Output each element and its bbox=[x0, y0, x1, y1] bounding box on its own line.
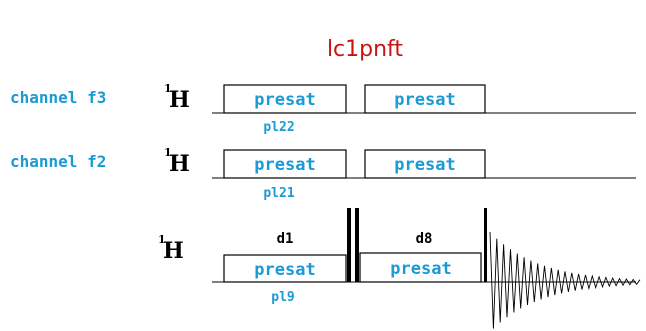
channel-f2-nucleus-symbol: H bbox=[169, 151, 190, 177]
channel-f1-presat-pulse-2 bbox=[359, 252, 482, 283]
channel-f2-presat-pulse-1 bbox=[223, 149, 347, 179]
channel-f2-nucleus-mass: 1 bbox=[164, 146, 172, 159]
channel-f1-nucleus-mass: 1 bbox=[158, 233, 166, 246]
channel-f1-presat-pulse-2-label: presat bbox=[390, 259, 451, 279]
fid-signal bbox=[489, 231, 641, 329]
channel-f1-power-label: pl9 bbox=[271, 290, 294, 305]
channel-f3-nucleus-mass: 1 bbox=[164, 82, 172, 95]
channel-f3-presat-pulse-2-label: presat bbox=[394, 90, 455, 110]
channel-f3-presat-pulse-1-label: presat bbox=[254, 90, 315, 110]
channel-f2-label: channel f2 bbox=[10, 152, 106, 171]
hard-pulse-bar-1 bbox=[347, 208, 351, 282]
channel-f1-presat-pulse-1 bbox=[223, 254, 347, 283]
channel-f2-presat-pulse-2-label: presat bbox=[394, 155, 455, 175]
channel-f2-power-label: pl21 bbox=[263, 186, 294, 201]
delay-d1-label: d1 bbox=[277, 231, 294, 247]
sequence-title: lc1pnft bbox=[327, 37, 403, 62]
channel-f2-presat-pulse-1-label: presat bbox=[254, 155, 315, 175]
delay-d8-label: d8 bbox=[416, 231, 433, 247]
channel-f1-nucleus-symbol: H bbox=[163, 238, 184, 264]
channel-f2-row: channel f2 1 H presat presat pl21 bbox=[10, 146, 636, 201]
channel-f3-row: channel f3 1 H presat presat pl22 bbox=[10, 82, 636, 135]
channel-f3-nucleus-symbol: H bbox=[169, 87, 190, 113]
hard-pulse-bar-2 bbox=[355, 208, 359, 282]
channel-f3-power-label: pl22 bbox=[263, 120, 294, 135]
channel-f2-presat-pulse-2 bbox=[364, 149, 486, 179]
channel-f3-label: channel f3 bbox=[10, 88, 106, 107]
channel-f3-presat-pulse-2 bbox=[364, 84, 486, 114]
channel-f3-presat-pulse-1 bbox=[223, 84, 347, 114]
channel-f1-row: 1 H d1 d8 presat presat pl9 bbox=[158, 208, 641, 329]
channel-f1-presat-pulse-1-label: presat bbox=[254, 260, 315, 280]
hard-pulse-bar-3 bbox=[484, 208, 487, 282]
